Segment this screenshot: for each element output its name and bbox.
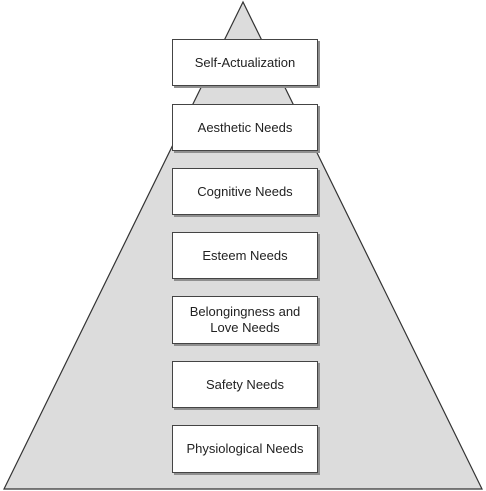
level-esteem-needs: Esteem Needs <box>172 232 318 279</box>
level-safety-needs: Safety Needs <box>172 361 318 408</box>
level-label: Safety Needs <box>205 376 285 392</box>
level-label: Self-Actualization <box>194 54 296 70</box>
level-label: Cognitive Needs <box>197 183 293 199</box>
level-label: Belongingness and Love Needs <box>189 304 301 335</box>
level-aesthetic-needs: Aesthetic Needs <box>172 104 318 151</box>
level-label: Esteem Needs <box>202 247 288 263</box>
level-belongingness-and-love-needs: Belongingness and Love Needs <box>172 296 318 344</box>
level-self-actualization: Self-Actualization <box>172 39 318 86</box>
level-label: Aesthetic Needs <box>197 119 293 135</box>
level-physiological-needs: Physiological Needs <box>172 425 318 473</box>
level-cognitive-needs: Cognitive Needs <box>172 168 318 215</box>
level-label: Physiological Needs <box>186 441 304 456</box>
